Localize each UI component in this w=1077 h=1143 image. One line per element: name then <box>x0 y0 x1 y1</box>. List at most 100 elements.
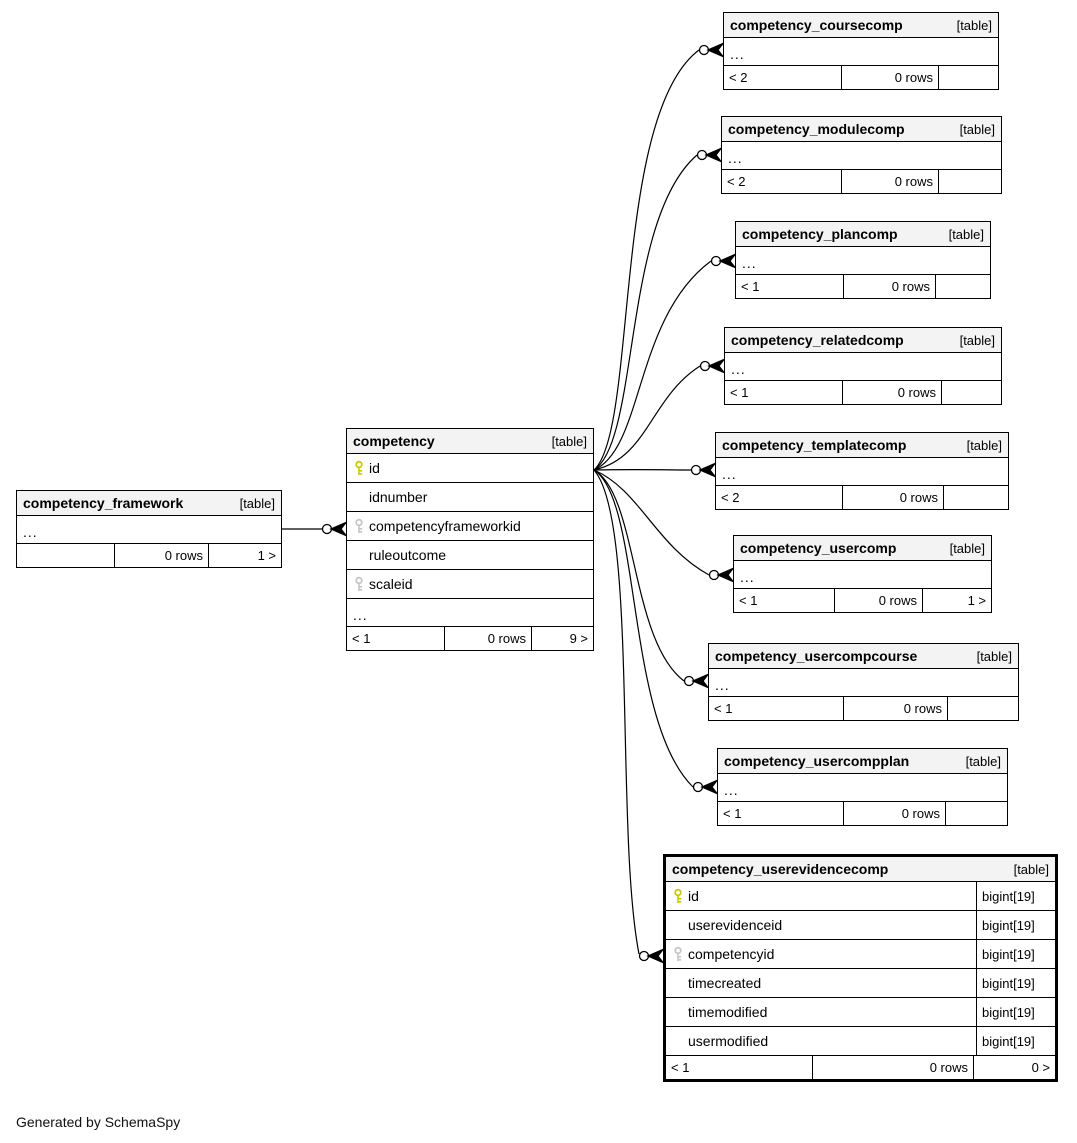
column-row[interactable]: idnumber <box>347 483 593 512</box>
relationship-curve-modulecomp <box>593 154 698 471</box>
column-type: bigint[19] <box>976 940 1055 968</box>
column-name: idnumber <box>369 489 428 505</box>
footer-parents: < 1 <box>741 279 760 294</box>
column-row[interactable]: usermodified bigint[19] <box>666 1027 1055 1056</box>
zero-or-many-marker <box>321 520 349 538</box>
column-row[interactable]: ruleoutcome <box>347 541 593 570</box>
column-name: id <box>688 888 699 904</box>
footer-children: 1 > <box>922 589 991 612</box>
table-competency-coursecomp[interactable]: competency_coursecomp [table] ... < 2 0 … <box>723 12 999 90</box>
table-badge: [table] <box>551 433 587 449</box>
table-competency-usercomp[interactable]: competency_usercomp [table] ... < 1 0 ro… <box>733 535 992 613</box>
table-footer: < 2 0 rows <box>716 486 1008 509</box>
footer-rowcount: 0 rows <box>842 381 941 404</box>
table-header: competency_framework [table] <box>17 491 281 516</box>
table-footer: < 2 0 rows <box>722 170 1001 193</box>
table-footer: < 1 0 rows <box>709 697 1018 720</box>
footer-children: 1 > <box>208 544 281 567</box>
relationship-curve-usercompplan <box>593 469 694 788</box>
footer-rowcount: 0 rows <box>841 66 938 89</box>
table-name: competency_relatedcomp <box>731 332 904 348</box>
table-competency-framework[interactable]: competency_framework [table] ... 0 rows … <box>16 490 282 568</box>
column-name: competencyframeworkid <box>369 518 521 534</box>
columns-ellipsis: ... <box>709 669 1018 697</box>
footer-children <box>938 170 1001 193</box>
table-name: competency_plancomp <box>742 226 898 242</box>
relationship-curve-coursecomp <box>593 49 700 471</box>
table-header: competency_plancomp [table] <box>736 222 990 247</box>
footer-rowcount: 0 rows <box>812 1056 973 1079</box>
zero-or-many-marker <box>683 672 711 690</box>
column-row[interactable]: userevidenceid bigint[19] <box>666 911 1055 940</box>
columns-ellipsis: ... <box>722 142 1001 170</box>
column-row[interactable]: timecreated bigint[19] <box>666 969 1055 998</box>
zero-or-many-marker <box>692 778 720 796</box>
table-name: competency_templatecomp <box>722 437 907 453</box>
table-header: competency_usercompcourse [table] <box>709 644 1018 669</box>
table-competency-relatedcomp[interactable]: competency_relatedcomp [table] ... < 1 0… <box>724 327 1002 405</box>
column-type: bigint[19] <box>976 998 1055 1026</box>
table-footer: 0 rows 1 > <box>17 544 281 567</box>
table-badge: [table] <box>949 540 985 556</box>
columns-ellipsis: ... <box>725 353 1001 381</box>
table-competency-usercompcourse[interactable]: competency_usercompcourse [table] ... < … <box>708 643 1019 721</box>
table-badge: [table] <box>948 226 984 242</box>
table-header: competency_coursecomp [table] <box>724 13 998 38</box>
column-name: ruleoutcome <box>369 547 447 563</box>
table-badge: [table] <box>966 437 1002 453</box>
zero-or-many-marker <box>698 41 726 59</box>
footer-parents: < 1 <box>352 631 371 646</box>
column-type: bigint[19] <box>976 911 1055 939</box>
zero-or-many-marker <box>690 461 718 479</box>
table-competency-templatecomp[interactable]: competency_templatecomp [table] ... < 2 … <box>715 432 1009 510</box>
table-name: competency_modulecomp <box>728 121 905 137</box>
column-type: bigint[19] <box>976 1027 1055 1055</box>
footer-parents: < 1 <box>714 701 733 716</box>
table-badge: [table] <box>959 121 995 137</box>
foreign-key-icon <box>354 576 364 592</box>
relationship-curve-usercomp <box>593 469 710 576</box>
footer-children <box>943 486 1008 509</box>
footer-children: 9 > <box>531 627 593 650</box>
footer-rowcount: 0 rows <box>114 544 208 567</box>
table-header: competency_userevidencecomp [table] <box>666 857 1055 882</box>
column-row[interactable]: id <box>347 454 593 483</box>
table-badge: [table] <box>956 17 992 33</box>
primary-key-icon <box>673 888 683 904</box>
footer-children <box>941 381 1001 404</box>
table-name: competency_usercompcourse <box>715 648 918 664</box>
table-competency-modulecomp[interactable]: competency_modulecomp [table] ... < 2 0 … <box>721 116 1002 194</box>
footer-children <box>935 275 990 298</box>
footer-children <box>945 802 1007 825</box>
zero-or-many-marker <box>696 146 724 164</box>
relationship-curve-userevidencecomp <box>593 469 640 955</box>
column-name: id <box>369 460 380 476</box>
column-row[interactable]: id bigint[19] <box>666 882 1055 911</box>
column-name: competencyid <box>688 946 775 962</box>
table-footer: < 2 0 rows <box>724 66 998 89</box>
footer-rowcount: 0 rows <box>843 802 945 825</box>
footer-parents <box>17 544 114 567</box>
footer-parents: < 1 <box>730 385 749 400</box>
table-footer: < 1 0 rows <box>736 275 990 298</box>
column-row[interactable]: scaleid <box>347 570 593 599</box>
footer-parents: < 2 <box>729 70 748 85</box>
column-name: scaleid <box>369 576 413 592</box>
column-row[interactable]: competencyid bigint[19] <box>666 940 1055 969</box>
table-badge: [table] <box>959 332 995 348</box>
table-badge: [table] <box>1013 861 1049 877</box>
table-competency[interactable]: competency [table] id idnumber competenc… <box>346 428 594 651</box>
table-competency-usercompplan[interactable]: competency_usercompplan [table] ... < 1 … <box>717 748 1008 826</box>
table-name: competency_usercompplan <box>724 753 910 769</box>
table-name: competency_coursecomp <box>730 17 903 33</box>
foreign-key-icon <box>673 946 683 962</box>
table-name: competency_userevidencecomp <box>672 861 889 877</box>
footer-rowcount: 0 rows <box>444 627 531 650</box>
table-competency-userevidencecomp[interactable]: competency_userevidencecomp [table] id b… <box>663 854 1058 1082</box>
footer-rowcount: 0 rows <box>842 486 943 509</box>
column-row[interactable]: timemodified bigint[19] <box>666 998 1055 1027</box>
table-badge: [table] <box>976 648 1012 664</box>
table-competency-plancomp[interactable]: competency_plancomp [table] ... < 1 0 ro… <box>735 221 991 299</box>
relationship-curve-usercompcourse <box>593 469 685 682</box>
column-row[interactable]: competencyframeworkid <box>347 512 593 541</box>
